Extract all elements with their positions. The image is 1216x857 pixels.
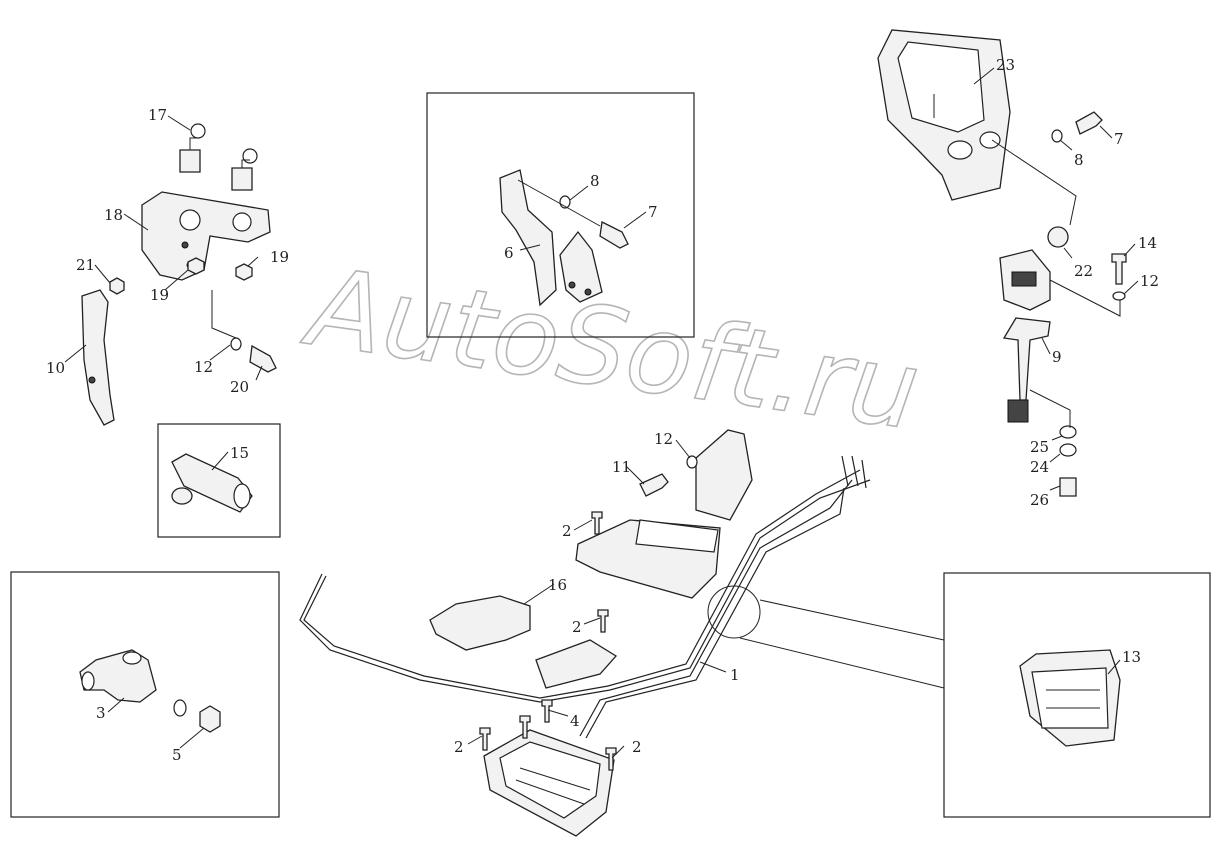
callout-23: 23	[996, 56, 1015, 74]
inset-fitting-15	[171, 451, 253, 513]
fitting-part-15	[171, 453, 253, 513]
callout-19b: 19	[270, 248, 289, 266]
callout-19a: 19	[150, 286, 169, 304]
callout-8b: 8	[1074, 151, 1084, 169]
screw-part-4b	[541, 699, 553, 723]
fitting-part-26	[1059, 477, 1077, 497]
nut-part-5	[199, 705, 221, 733]
callout-7a: 7	[648, 203, 658, 221]
callout-2b: 2	[572, 618, 582, 636]
inset-frame-right	[943, 572, 1211, 818]
callout-12b: 12	[654, 430, 673, 448]
bracket-part-6	[499, 169, 557, 307]
fitting-part-17a	[179, 149, 201, 173]
callout-2a: 2	[562, 522, 572, 540]
callout-26: 26	[1030, 491, 1049, 509]
connector-block-part	[535, 639, 618, 689]
inset-frame-left-small	[157, 423, 281, 538]
washer-part-12-center	[686, 455, 698, 469]
inset-bracket-6	[499, 169, 647, 307]
callout-8a: 8	[590, 172, 600, 190]
callout-11: 11	[612, 458, 631, 476]
lever-part-10	[81, 289, 115, 426]
callout-17: 17	[148, 106, 167, 124]
callout-3: 3	[96, 704, 106, 722]
callout-4: 4	[570, 712, 580, 730]
bolt-part-7-inset	[599, 221, 629, 249]
tube-part-1d	[585, 487, 845, 739]
bolt-part-14	[1111, 253, 1127, 285]
screw-part-4a	[519, 715, 531, 739]
tube-part-1c	[579, 479, 853, 737]
inset-frame-bottom-left	[10, 571, 280, 818]
nut-part-19b	[235, 263, 253, 281]
watermark-text: AutoSoft.ru	[296, 244, 926, 454]
callout-7b: 7	[1114, 130, 1124, 148]
callout-2d: 2	[632, 738, 642, 756]
bolt-part-11	[639, 473, 669, 497]
washer-part-12-left	[230, 337, 242, 351]
shift-knob-part-22	[1047, 226, 1069, 248]
connector-part-9	[1007, 399, 1029, 423]
inset-frame-top-center	[426, 92, 695, 338]
screw-part-2b	[597, 609, 609, 633]
callout-9: 9	[1052, 348, 1062, 366]
seal-part-24	[1059, 443, 1077, 457]
screw-part-2a	[591, 511, 603, 535]
callout-21: 21	[76, 256, 95, 274]
inset-connector-13	[1019, 649, 1121, 747]
fitting-part-17b	[231, 167, 253, 191]
callout-12a: 12	[194, 358, 213, 376]
callout-labels: 17 18 19 19 21 10 12 20 8 7 6 23 7 8 14 …	[46, 56, 1159, 764]
callout-18: 18	[104, 206, 123, 224]
zoom-circle	[707, 585, 761, 639]
cover-part-16	[429, 595, 531, 651]
callout-14: 14	[1138, 234, 1157, 252]
inset-fitting-3	[79, 649, 221, 749]
callout-2c: 2	[454, 738, 464, 756]
callout-10: 10	[46, 359, 65, 377]
seal-part-25	[1059, 425, 1077, 439]
screw-part-2d	[605, 747, 617, 771]
callout-25: 25	[1030, 438, 1049, 456]
bolt-part-7-right	[1075, 111, 1103, 135]
callout-13: 13	[1122, 648, 1141, 666]
screw-part-2c	[479, 727, 491, 751]
lever-part-9	[1002, 317, 1051, 401]
bracket-part-11	[695, 429, 753, 521]
nut-part-19a	[187, 257, 205, 275]
tube-part-1b	[303, 469, 861, 699]
callout-15: 15	[230, 444, 249, 462]
callout-12c: 12	[1140, 272, 1159, 290]
washer-part-5	[173, 699, 187, 717]
callout-20: 20	[230, 378, 249, 396]
nut-part-21	[109, 277, 125, 295]
callout-5: 5	[172, 746, 182, 764]
callout-22: 22	[1074, 262, 1093, 280]
callout-24: 24	[1030, 458, 1049, 476]
bolt-part-20	[249, 344, 277, 373]
washer-part-8-right	[1051, 129, 1063, 143]
bracket-assembly-left	[64, 115, 277, 426]
tube-part-1a	[299, 479, 871, 703]
callout-6: 6	[504, 244, 514, 262]
shifter-assembly-right	[877, 29, 1139, 497]
callout-1: 1	[730, 666, 740, 684]
tube-harness-assembly	[299, 429, 871, 837]
washer-part-12-right	[1112, 291, 1126, 301]
callout-16: 16	[548, 576, 567, 594]
